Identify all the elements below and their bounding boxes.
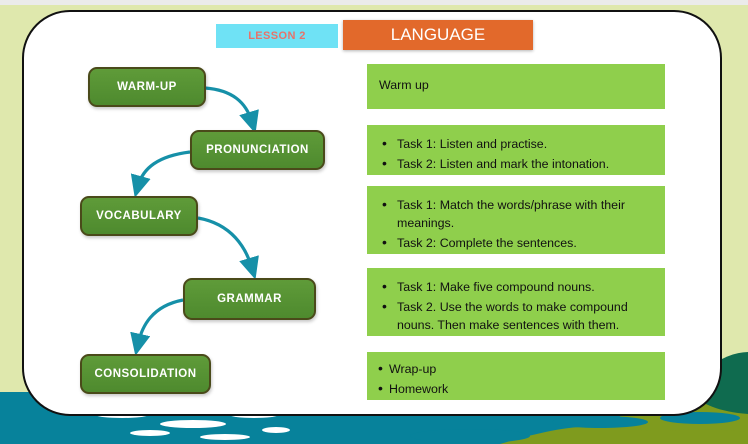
list-item: Task 1: Match the words/phrase with thei…	[382, 195, 655, 232]
list-item: Task 2: Listen and mark the intonation.	[382, 154, 655, 173]
flow-step-label: CONSOLIDATION	[94, 368, 197, 380]
subject-badge: LANGUAGE	[343, 20, 533, 50]
flow-step-label: PRONUNCIATION	[206, 144, 309, 156]
flow-step-consolidation[interactable]: CONSOLIDATION	[80, 354, 211, 394]
list-item: Task 1: Listen and practise.	[382, 134, 655, 153]
content-panel-consolidation: Wrap-up Homework	[367, 352, 665, 400]
list-item: Task 2: Complete the sentences.	[382, 233, 655, 252]
flow-step-grammar[interactable]: GRAMMAR	[183, 278, 316, 320]
content-panel-vocabulary: Task 1: Match the words/phrase with thei…	[367, 186, 665, 254]
flow-step-warm-up[interactable]: WARM-UP	[88, 67, 206, 107]
panel-list: Wrap-up Homework	[367, 352, 665, 398]
content-panel-grammar: Task 1: Make five compound nouns. Task 2…	[367, 268, 665, 336]
panel-list: Task 1: Make five compound nouns. Task 2…	[367, 268, 665, 334]
flow-step-pronunciation[interactable]: PRONUNCIATION	[190, 130, 325, 170]
list-item: Homework	[378, 379, 655, 398]
list-item: Wrap-up	[378, 359, 655, 378]
wave-streak	[200, 434, 250, 440]
content-panel-pronunciation: Task 1: Listen and practise. Task 2: Lis…	[367, 125, 665, 175]
list-item: Task 1: Make five compound nouns.	[382, 277, 655, 296]
panel-list: Task 1: Match the words/phrase with thei…	[367, 186, 665, 252]
wave-streak	[160, 420, 226, 428]
wave-streak	[262, 427, 290, 433]
lesson-badge: LESSON 2	[216, 24, 338, 48]
flow-step-label: GRAMMAR	[217, 293, 282, 305]
content-panel-warm-up: Warm up	[367, 64, 665, 109]
flow-step-label: VOCABULARY	[96, 210, 182, 222]
flow-step-label: WARM-UP	[117, 81, 177, 93]
panel-text: Warm up	[379, 78, 429, 92]
list-item: Task 2. Use the words to make compound n…	[382, 297, 655, 334]
foreground-grass	[0, 392, 748, 444]
panel-list: Task 1: Listen and practise. Task 2: Lis…	[367, 125, 665, 173]
flow-step-vocabulary[interactable]: VOCABULARY	[80, 196, 198, 236]
wave-streak	[130, 430, 170, 436]
top-strip	[0, 0, 748, 5]
